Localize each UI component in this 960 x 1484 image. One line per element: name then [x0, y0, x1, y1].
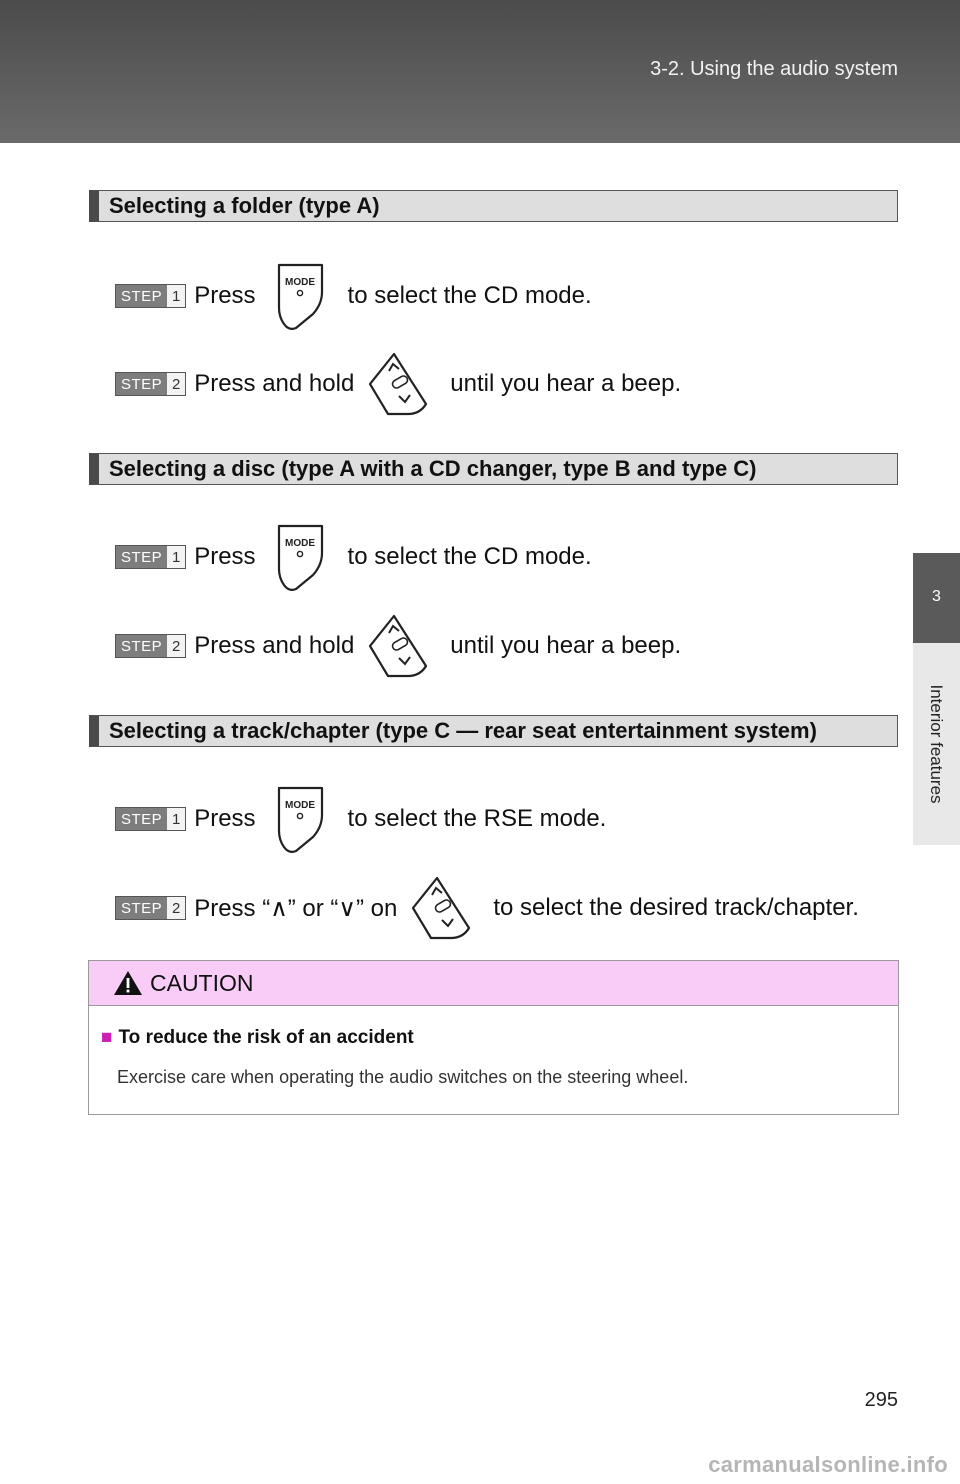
- section-heading-track: Selecting a track/chapter (type C — rear…: [89, 715, 898, 747]
- step-badge: STEP 1: [115, 284, 187, 308]
- step-text-before: Press: [194, 543, 256, 570]
- step-text-before: Press “∧” or “∨” on: [194, 894, 398, 922]
- caution-item-text: To reduce the risk of an accident: [118, 1027, 414, 1048]
- step-row: STEP 1 Press MODE to select the CD mode.: [115, 522, 592, 592]
- mode-label: MODE: [285, 800, 315, 811]
- caution-header: CAUTION: [89, 961, 898, 1006]
- warning-triangle-icon: [114, 971, 142, 995]
- step-text-after: to select the CD mode.: [347, 282, 592, 309]
- caution-item-title: ■To reduce the risk of an accident: [101, 1027, 414, 1049]
- mode-label: MODE: [285, 277, 315, 288]
- square-bullet-icon: ■: [101, 1027, 113, 1048]
- up-down-rocker-switch-icon: [369, 614, 428, 678]
- caution-box: CAUTION ■To reduce the risk of an accide…: [88, 960, 899, 1115]
- step-text-before: Press: [194, 282, 256, 309]
- page-header: [0, 0, 960, 143]
- section-heading-disc: Selecting a disc (type A with a CD chang…: [89, 453, 898, 485]
- caution-body: Exercise care when operating the audio s…: [117, 1067, 689, 1087]
- step-row: STEP 2 Press and hold until you hear a b…: [115, 349, 681, 419]
- up-down-rocker-switch-icon: [369, 352, 428, 416]
- side-tab-label: Interior features: [927, 684, 946, 804]
- step-badge: STEP 2: [115, 372, 187, 396]
- step-row: STEP 1 Press MODE to select the CD mode.: [115, 261, 592, 331]
- step-row: STEP 1 Press MODE to select the RSE mode…: [115, 784, 606, 854]
- page-number: 295: [864, 1389, 898, 1411]
- step-badge: STEP 1: [115, 807, 187, 831]
- step-text-after: until you hear a beep.: [450, 370, 682, 397]
- side-tab-label-area: [913, 643, 960, 845]
- step-text-before: Press and hold: [194, 370, 355, 397]
- up-down-rocker-switch-icon: [412, 876, 471, 940]
- step-badge: STEP 1: [115, 545, 187, 569]
- step-badge: STEP 2: [115, 896, 187, 920]
- side-tab: [913, 553, 960, 643]
- caution-title: CAUTION: [150, 970, 254, 996]
- step-badge: STEP 2: [115, 634, 187, 658]
- step-text-before: Press and hold: [194, 632, 355, 659]
- mode-button-icon: MODE: [277, 524, 323, 591]
- chapter-title: 3-2. Using the audio system: [650, 58, 898, 80]
- mode-button-icon: MODE: [277, 263, 323, 330]
- section-heading-folder: Selecting a folder (type A): [89, 190, 898, 222]
- step-text-after: to select the CD mode.: [347, 543, 592, 570]
- side-tab-number: 3: [932, 588, 941, 605]
- step-row: STEP 2 Press and hold until you hear a b…: [115, 611, 681, 681]
- step-text-after: until you hear a beep.: [450, 632, 682, 659]
- mode-label: MODE: [285, 538, 315, 549]
- step-text-after: to select the RSE mode.: [347, 805, 607, 832]
- mode-button-icon: MODE: [277, 786, 323, 853]
- step-row: STEP 2 Press “∧” or “∨” on to select the…: [115, 873, 859, 943]
- watermark: carmanualsonline.info: [708, 1452, 948, 1477]
- step-text-before: Press: [194, 805, 256, 832]
- step-text-after: to select the desired track/chapter.: [493, 894, 859, 921]
